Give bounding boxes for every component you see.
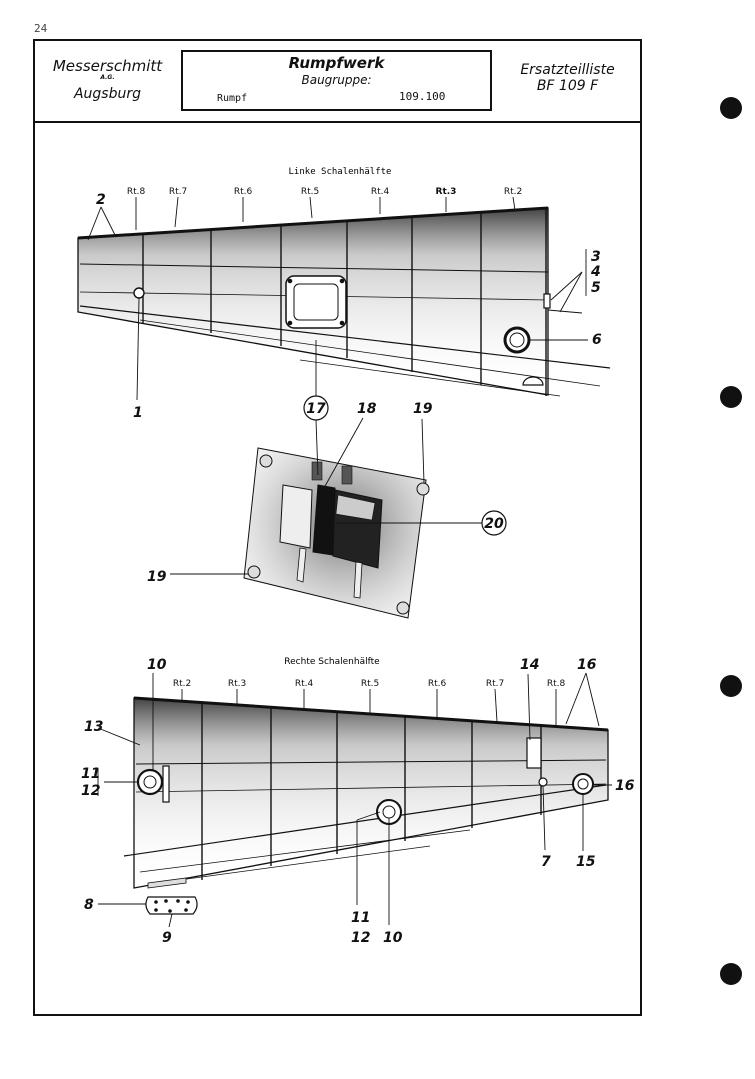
upper-frame-leaders [135, 196, 516, 230]
detail-callouts: 17 18 19 20 19 [147, 401, 504, 585]
access-plate [145, 896, 198, 915]
callout-number: 18 [357, 401, 377, 417]
frame-label: Rt.4 [371, 187, 390, 197]
page-number: 24 [34, 22, 48, 35]
upper-leaders [87, 206, 588, 401]
binder-hole [720, 963, 742, 985]
callout-number: 20 [484, 516, 504, 532]
callout-number: 7 [541, 854, 551, 870]
callout-number: 11 [81, 766, 100, 782]
callout-number: 1 [133, 405, 143, 421]
lower-view-caption: Rechte Schalenhälfte [284, 657, 380, 667]
upper-fuselage-shell [77, 206, 611, 397]
aircraft-type: BF 109 F [536, 78, 599, 95]
upper-frame-labels: Rt.8 Rt.7 Rt.6 Rt.5 Rt.4 Rt.3 Rt.2 [127, 187, 522, 197]
list-title-text: Ersatzteilliste [520, 62, 615, 78]
callout-number: 16 [615, 778, 635, 794]
header-divider [33, 121, 642, 123]
upper-callouts: 2 1 3 4 5 6 [96, 192, 602, 421]
lower-frame-labels: Rt.2 Rt.3 Rt.4 Rt.5 Rt.6 Rt.7 Rt.8 [173, 679, 566, 689]
detail-plate [243, 447, 430, 619]
title-box: Rumpfwerk Baugruppe: Rumpf 109.100 [181, 50, 492, 111]
callout-number: 16 [577, 657, 597, 673]
document-title: Rumpfwerk [288, 54, 385, 72]
callout-number: 8 [84, 897, 94, 913]
callout-number: 12 [81, 783, 100, 799]
callout-number: 12 [351, 930, 370, 946]
frame-label: Rt.5 [361, 679, 379, 689]
callout-number: 5 [591, 280, 601, 296]
frame-label: Rt.5 [301, 187, 319, 197]
callout-number: 2 [96, 192, 106, 208]
parts-list-title: Ersatzteilliste BF 109 F [500, 62, 635, 94]
callout-number: 17 [306, 401, 326, 417]
frame-label: Rt.2 [504, 187, 522, 197]
frame-label: Rt.6 [234, 187, 253, 197]
callout-number: 14 [520, 657, 539, 673]
detail-leaders [170, 340, 482, 575]
group-label: Baugruppe: [301, 73, 372, 87]
group-number: 109.100 [399, 90, 446, 103]
callout-number: 13 [84, 719, 103, 735]
callout-number: 6 [592, 332, 602, 348]
callout-number: 19 [413, 401, 433, 417]
frame-label: Rt.3 [436, 187, 457, 197]
callout-number: 15 [576, 854, 596, 870]
page-frame [33, 39, 642, 1016]
frame-label: Rt.2 [173, 679, 191, 689]
upper-view-caption: Linke Schalenhälfte [289, 167, 392, 177]
group-name: Rumpf [217, 93, 248, 104]
lower-frame-leaders [181, 688, 557, 727]
callout-number: 19 [147, 569, 167, 585]
binder-hole [720, 386, 742, 408]
frame-label: Rt.3 [228, 679, 246, 689]
binder-hole [720, 675, 742, 697]
frame-label: Rt.8 [127, 187, 146, 197]
callout-number: 10 [147, 657, 167, 673]
frame-label: Rt.4 [295, 679, 314, 689]
binder-hole [720, 97, 742, 119]
manufacturer-city: Augsburg [73, 86, 142, 103]
lower-leaders [97, 672, 612, 928]
manufacturer-sub: A.G. [100, 74, 115, 82]
frame-label: Rt.6 [428, 679, 447, 689]
callout-number: 10 [383, 930, 403, 946]
manufacturer-name: Messerschmitt [52, 57, 163, 75]
lower-fuselage-shell [123, 696, 609, 889]
callout-number: 4 [590, 264, 601, 280]
frame-label: Rt.7 [486, 679, 504, 689]
manufacturer-block: Messerschmitt A.G. Augsburg [40, 57, 175, 103]
frame-label: Rt.8 [547, 679, 566, 689]
lower-callouts: 10 13 11 12 14 16 16 7 15 11 12 10 8 9 [81, 657, 635, 946]
callout-number: 11 [351, 910, 370, 926]
frame-label: Rt.7 [169, 187, 187, 197]
detail-circle-callouts [303, 395, 507, 536]
callout-number: 3 [591, 249, 601, 265]
callout-number: 9 [162, 930, 172, 946]
